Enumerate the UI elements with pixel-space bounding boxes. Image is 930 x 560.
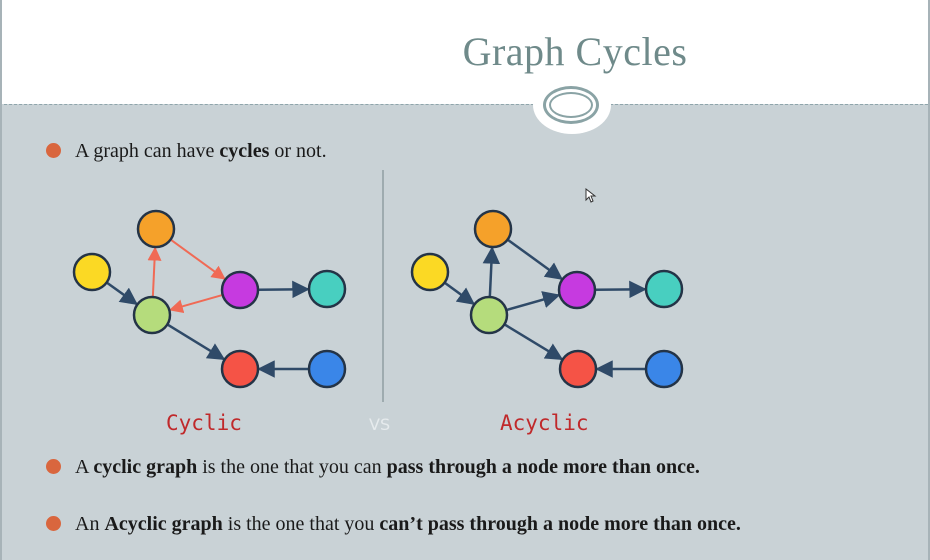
bold-text: Acyclic graph	[104, 513, 223, 535]
bullet-dot	[46, 516, 61, 531]
cyclic-graph	[72, 209, 347, 389]
node-red	[220, 349, 260, 389]
vertical-divider	[382, 170, 384, 402]
bullet-cyclic-definition: A cyclic graph is the one that you can p…	[46, 456, 700, 479]
bullet-text: A cyclic graph is the one that you can p…	[75, 456, 700, 478]
bullet-text: An Acyclic graph is the one that you can…	[75, 513, 741, 535]
bold-text: cyclic graph	[93, 456, 198, 478]
bullet-cycles-intro: A graph can have cycles or not.	[46, 140, 327, 163]
text-segment: or not.	[269, 140, 327, 162]
edge-green-to-red	[503, 323, 564, 361]
edge-green-to-purple	[505, 291, 561, 312]
bullet-dot	[46, 459, 61, 474]
node-orange	[136, 209, 176, 249]
edge-purple-to-teal	[257, 280, 310, 299]
label-vs: VS	[369, 415, 391, 434]
node-yellow	[72, 252, 112, 292]
text-segment: is the one that you can	[197, 456, 387, 478]
slide-title: Graph Cycles	[462, 29, 688, 74]
node-green	[132, 295, 172, 335]
dashed-divider-left	[4, 104, 534, 105]
text-segment: An	[75, 513, 105, 535]
bullet-acyclic-definition: An Acyclic graph is the one that you can…	[46, 513, 741, 536]
acyclic-graph	[410, 209, 684, 389]
edge-green-to-orange	[482, 246, 501, 298]
node-orange	[473, 209, 513, 249]
bullet-text: A graph can have cycles or not.	[75, 140, 327, 162]
mouse-cursor-icon	[585, 188, 597, 203]
right-border	[928, 0, 930, 560]
emblem-ring-outer	[543, 86, 599, 124]
dashed-divider-right	[610, 104, 928, 105]
text-segment: A graph can have	[75, 140, 220, 162]
edge-yellow-to-green	[443, 281, 476, 305]
edge-green-to-red	[166, 323, 226, 361]
node-blue	[307, 349, 347, 389]
edge-green-to-orange	[147, 246, 162, 298]
text-segment: is the one that you	[222, 513, 380, 535]
node-purple	[220, 270, 260, 310]
label-cyclic: Cyclic	[166, 411, 242, 435]
label-acyclic: Acyclic	[500, 411, 589, 435]
slide-header	[0, 0, 930, 104]
node-green	[469, 295, 509, 335]
node-teal	[307, 269, 347, 309]
node-yellow	[410, 252, 450, 292]
edge-orange-to-purple	[169, 238, 226, 280]
text-segment: A	[75, 456, 94, 478]
bold-text: pass through a node more than once.	[386, 456, 700, 478]
edge-purple-to-green	[168, 293, 223, 314]
emblem-ring-inner	[549, 92, 593, 118]
node-red	[558, 349, 598, 389]
edge-purple-to-teal	[594, 280, 647, 299]
edge-orange-to-purple	[506, 238, 564, 280]
bold-text: cycles	[219, 140, 270, 162]
node-teal	[644, 269, 684, 309]
bold-text: can’t pass through a node more than once…	[379, 513, 741, 535]
edge-yellow-to-green	[105, 281, 138, 305]
node-blue	[644, 349, 684, 389]
left-border	[0, 0, 2, 560]
bullet-dot	[46, 143, 61, 158]
node-purple	[557, 270, 597, 310]
